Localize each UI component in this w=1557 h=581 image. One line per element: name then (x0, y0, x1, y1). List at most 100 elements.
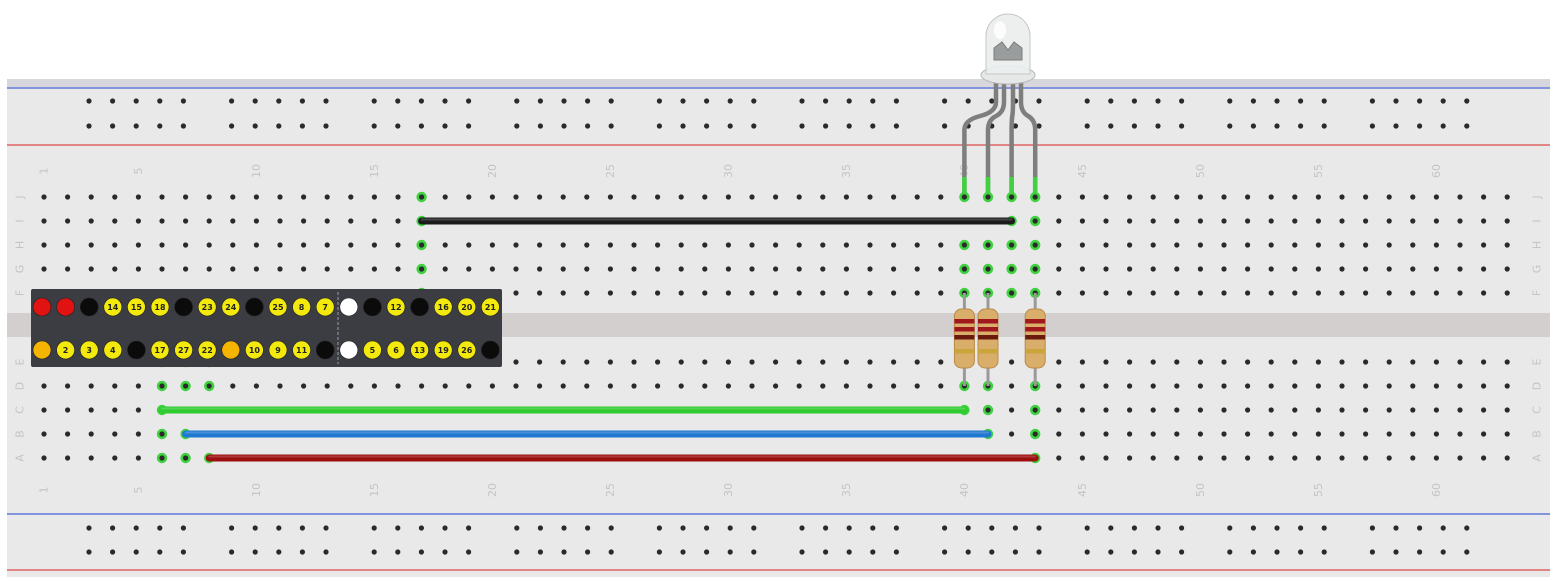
breadboard-hole (489, 194, 495, 200)
breadboard-hole (348, 383, 354, 389)
gpio-pin (457, 340, 477, 360)
breadboard-hole (1410, 194, 1416, 200)
breadboard-hole (725, 242, 732, 248)
rail-hole (1155, 525, 1161, 531)
gpio-pin (481, 340, 500, 360)
led-leg (1009, 80, 1016, 194)
breadboard-hole (1056, 455, 1062, 461)
breadboard-hole (1127, 407, 1133, 413)
column-label: 25 (604, 164, 617, 178)
rail-hole (799, 98, 805, 104)
breadboard-hole (1127, 266, 1133, 272)
rail-hole (870, 98, 876, 104)
breadboard-hole (1150, 218, 1156, 224)
rail-hole (942, 525, 948, 531)
rail-hole (1417, 98, 1423, 104)
resistors (953, 293, 1046, 386)
breadboard-hole (702, 194, 708, 200)
breadboard-hole (466, 242, 472, 248)
rail-hole (1108, 123, 1114, 129)
breadboard-hole (466, 383, 472, 389)
rail-hole (371, 123, 377, 129)
gpio-pin-label: 11 (296, 346, 308, 355)
breadboard-hole (277, 194, 283, 200)
gpio-pin-label: 6 (393, 346, 399, 355)
breadboard-hole (678, 242, 684, 248)
breadboard-hole (65, 242, 71, 248)
breadboard-hole (1292, 407, 1298, 413)
breadboard-hole (1363, 242, 1369, 248)
column-label: 5 (132, 168, 145, 175)
resistor-band (978, 349, 998, 354)
breadboard-hole (1197, 407, 1203, 413)
breadboard-hole (1386, 242, 1392, 248)
breadboard-hole (1245, 194, 1251, 200)
rail-hole (514, 525, 520, 531)
breadboard-hole (891, 242, 897, 248)
rail-hole (157, 123, 163, 129)
breadboard-hole (301, 218, 307, 224)
row-label: C (1531, 406, 1544, 414)
breadboard-hole (1268, 359, 1274, 365)
breadboard-hole (1268, 242, 1274, 248)
column-label: 20 (486, 164, 499, 178)
rail-hole (110, 525, 116, 531)
resistor-band (978, 335, 998, 340)
breadboard-hole (1221, 359, 1227, 365)
breadboard-hole (1457, 431, 1463, 437)
breadboard-hole (88, 194, 94, 200)
breadboard-hole (1457, 407, 1463, 413)
breadboard-hole (1268, 383, 1274, 389)
rail-hole (1369, 98, 1375, 104)
breadboard-hole (1009, 383, 1015, 389)
breadboard-hole (65, 455, 71, 461)
row-label: E (14, 358, 27, 365)
led-die (993, 41, 1023, 61)
breadboard-hole (348, 194, 354, 200)
rail-hole (252, 549, 258, 555)
breadboard-hole (1268, 290, 1274, 296)
breadboard-hole (513, 359, 519, 365)
breadboard-hole (891, 266, 897, 272)
row-label: A (1531, 454, 1544, 462)
breadboard-hole (961, 266, 968, 272)
breadboard-hole (135, 266, 141, 272)
breadboard-hole (1410, 290, 1416, 296)
rail-hole (276, 123, 282, 129)
breadboard-hole (1457, 242, 1463, 248)
breadboard-hole (1363, 383, 1369, 389)
rail-hole (252, 525, 258, 531)
rail-hole (1464, 123, 1470, 129)
breadboard-hole (1197, 455, 1203, 461)
breadboard-hole (843, 242, 850, 248)
breadboard-hole (1504, 383, 1510, 389)
gpio-pin (268, 340, 288, 360)
rail-hole (1393, 123, 1399, 129)
breadboard-hole (1032, 266, 1038, 272)
breadboard-hole (395, 218, 401, 224)
gpio-pin (339, 297, 359, 317)
rail-hole (537, 123, 544, 129)
rail-hole (1012, 525, 1019, 531)
breadboard-hole (1457, 218, 1463, 224)
rail-hole (133, 549, 139, 555)
gpio-pin (268, 297, 288, 317)
rail-hole (110, 549, 116, 555)
column-label: 25 (604, 483, 617, 497)
breadboard-hole (1103, 407, 1109, 413)
gpio-pin (174, 340, 193, 360)
rail-hole (680, 98, 686, 104)
breadboard-hole (1127, 455, 1133, 461)
led-leg (985, 80, 1007, 194)
breadboard-hole (796, 290, 802, 296)
breadboard-hole (1339, 194, 1345, 200)
breadboard-hole (749, 290, 755, 296)
breadboard-hole (183, 242, 189, 248)
rail-hole (704, 123, 710, 129)
breadboard-hole (1386, 359, 1392, 365)
breadboard-hole (1410, 431, 1416, 437)
breadboard-hole (1268, 407, 1274, 413)
breadboard-hole (1150, 359, 1156, 365)
breadboard-hole (88, 266, 94, 272)
gpio-pin (150, 297, 170, 317)
